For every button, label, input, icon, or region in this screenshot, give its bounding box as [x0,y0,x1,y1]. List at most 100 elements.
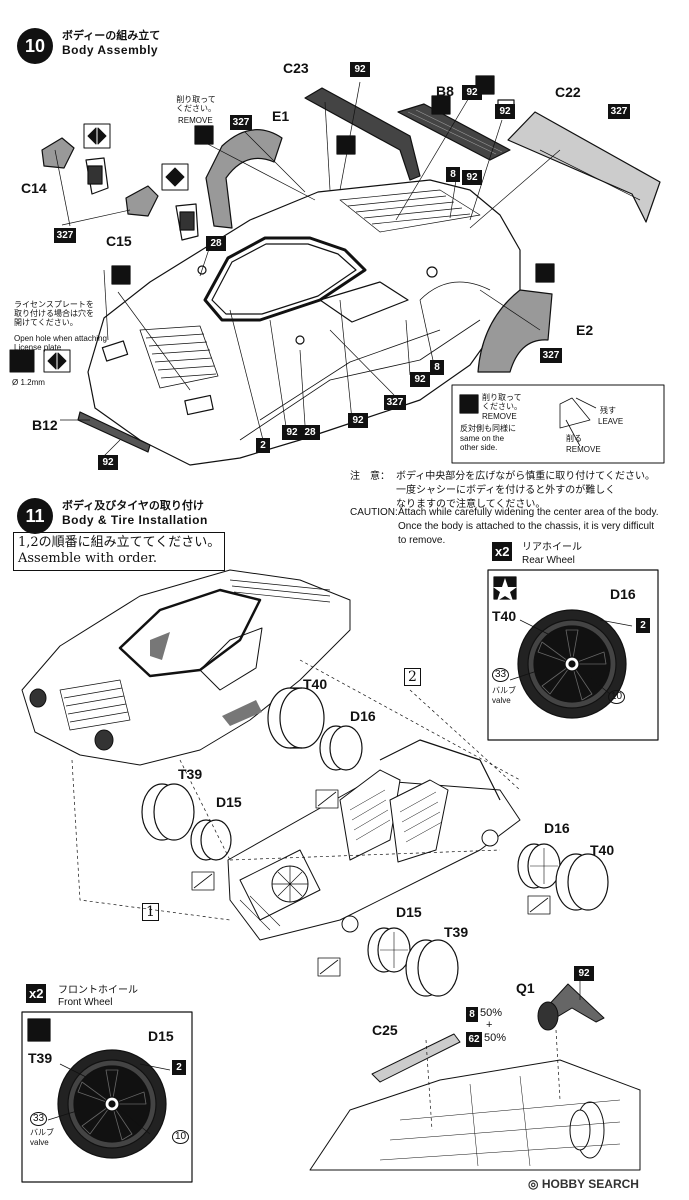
label-c25: C25 [372,1022,398,1038]
paint-92: 92 [462,85,482,100]
order-note-en: Assemble with order. [18,551,158,567]
front-tire-label: T39 [28,1050,53,1066]
legend-leave-jp: 残す [600,406,616,415]
front-valve-code: 33 [30,1112,48,1126]
label-c22: C22 [555,84,581,100]
tire-t40-upper [267,687,325,749]
remove-markers [111,75,555,285]
step-10-number: 10 [17,28,53,64]
legend-same-en: same on the other side. [460,434,505,453]
caution-label-jp: 注 意： [350,471,390,482]
label-c15: C15 [106,233,132,249]
part-e1-flare [205,129,283,229]
legend-cut-en: REMOVE [566,445,601,454]
part-headlamp-left [85,157,109,195]
step-11-title-jp: ボディ及びタイヤの取り付け [62,499,204,512]
label-d16: D16 [544,820,570,836]
remove-note-jp: 削り取って ください。 [176,95,216,114]
rear-valve-code: 33 [492,668,510,682]
label-c14: C14 [21,180,47,196]
label-d15: D15 [216,794,242,810]
label-t39: T39 [444,924,469,940]
wheel-d16-right [517,843,561,889]
label-t40: T40 [303,676,328,692]
drill-size: Ø 1.2mm [12,378,45,387]
front-qty: x2 [26,984,47,1003]
paint-2: 2 [256,438,270,453]
label-t39: T39 [178,766,203,782]
front-label-en: Front Wheel [58,997,113,1008]
assembly-arrow [222,700,262,726]
paint-92: 92 [350,62,370,77]
part-b8-louver [397,103,511,161]
part-c22-wing [507,111,661,223]
paint-28: 28 [300,425,320,440]
label-t40: T40 [590,842,615,858]
mix-pct-a: 50% [480,1007,503,1019]
paint-92: 92 [462,170,482,185]
mix-plus: + [486,1019,493,1031]
watermark-logo-icon: ◎ [528,1177,539,1191]
license-note-jp: ライセンスプレートを 取り付ける場合は穴を 開けてください。 [14,300,94,328]
rear-label-en: Rear Wheel [522,555,575,566]
front-wheel-label: D15 [148,1028,174,1044]
paint-92: 92 [348,413,368,428]
rear-valve-en: valve [492,696,511,705]
rear-qty: x2 [492,542,513,561]
wheel-d15-upper [190,819,232,861]
order-note-jp: 1,2の順番に組み立ててください。 [18,535,221,550]
mix-code-b: 62 [466,1032,482,1047]
label-d16: D16 [350,708,376,724]
remove-note-en: REMOVE [178,116,213,125]
paint-92: 92 [574,966,594,981]
order-mark-1: 1 [142,903,159,921]
part-c23-spoiler [304,87,421,181]
body-perspective-drawing [21,569,351,766]
legend-leave-en: LEAVE [598,417,624,426]
paint-92: 92 [410,372,430,387]
paint-28: 28 [206,236,226,251]
label-c23: C23 [283,60,309,76]
chassis-drawing [227,739,521,941]
paint-92: 92 [98,455,118,470]
order-mark-2: 2 [404,668,421,686]
front-wheel-code: 2 [172,1060,186,1075]
part-c14-cover [41,137,75,169]
rear-tire-label: T40 [492,608,517,624]
rear-valve-jp: バルブ [492,686,516,695]
wheel-d16-upper [319,725,363,771]
paint-327: 327 [608,104,630,119]
mix-pct-b: 50% [484,1032,507,1044]
legend-remove-en: REMOVE [482,412,517,421]
caution-label-en: CAUTION: [350,507,398,518]
order-note: 1,2の順番に組み立ててください。 Assemble with order. [13,532,226,571]
rear-wheel-inset [487,569,659,741]
part-headlamp-right [175,203,199,241]
paint-327: 327 [540,348,562,363]
paint-8: 8 [446,167,460,182]
paint-92: 92 [495,104,515,119]
paint-327: 327 [230,115,252,130]
label-b8: B8 [436,83,454,99]
caution-text-jp: ボディ中央部分を広げながら慎重に取り付けてください。 一度シャシーにボディを付け… [396,471,655,510]
paint-8: 8 [430,360,444,375]
part-e2-flare [477,289,553,373]
label-b12: B12 [32,417,58,433]
legend-same-jp: 反対側も同様に [460,424,516,433]
rear-wheel-code: 2 [636,618,650,633]
body-assembly-drawing [77,179,521,466]
rear-hub-code: 10 [608,690,626,704]
direction-markers [9,123,189,373]
front-valve-en: valve [30,1138,49,1147]
front-wheel-inset [21,1011,193,1183]
paint-327: 327 [54,228,76,243]
legend-remove-jp: 削り取って ください。 [482,393,522,412]
front-hub-code: 10 [172,1130,190,1144]
label-e1: E1 [272,108,290,124]
watermark: ◎ HOBBY SEARCH [528,1178,639,1190]
step-11-title-en: Body & Tire Installation [62,513,208,527]
underbody-drawing [309,975,641,1171]
license-note-en: Open hole when attaching License plate [14,334,107,353]
legend-cut-jp: 削る [566,434,582,443]
